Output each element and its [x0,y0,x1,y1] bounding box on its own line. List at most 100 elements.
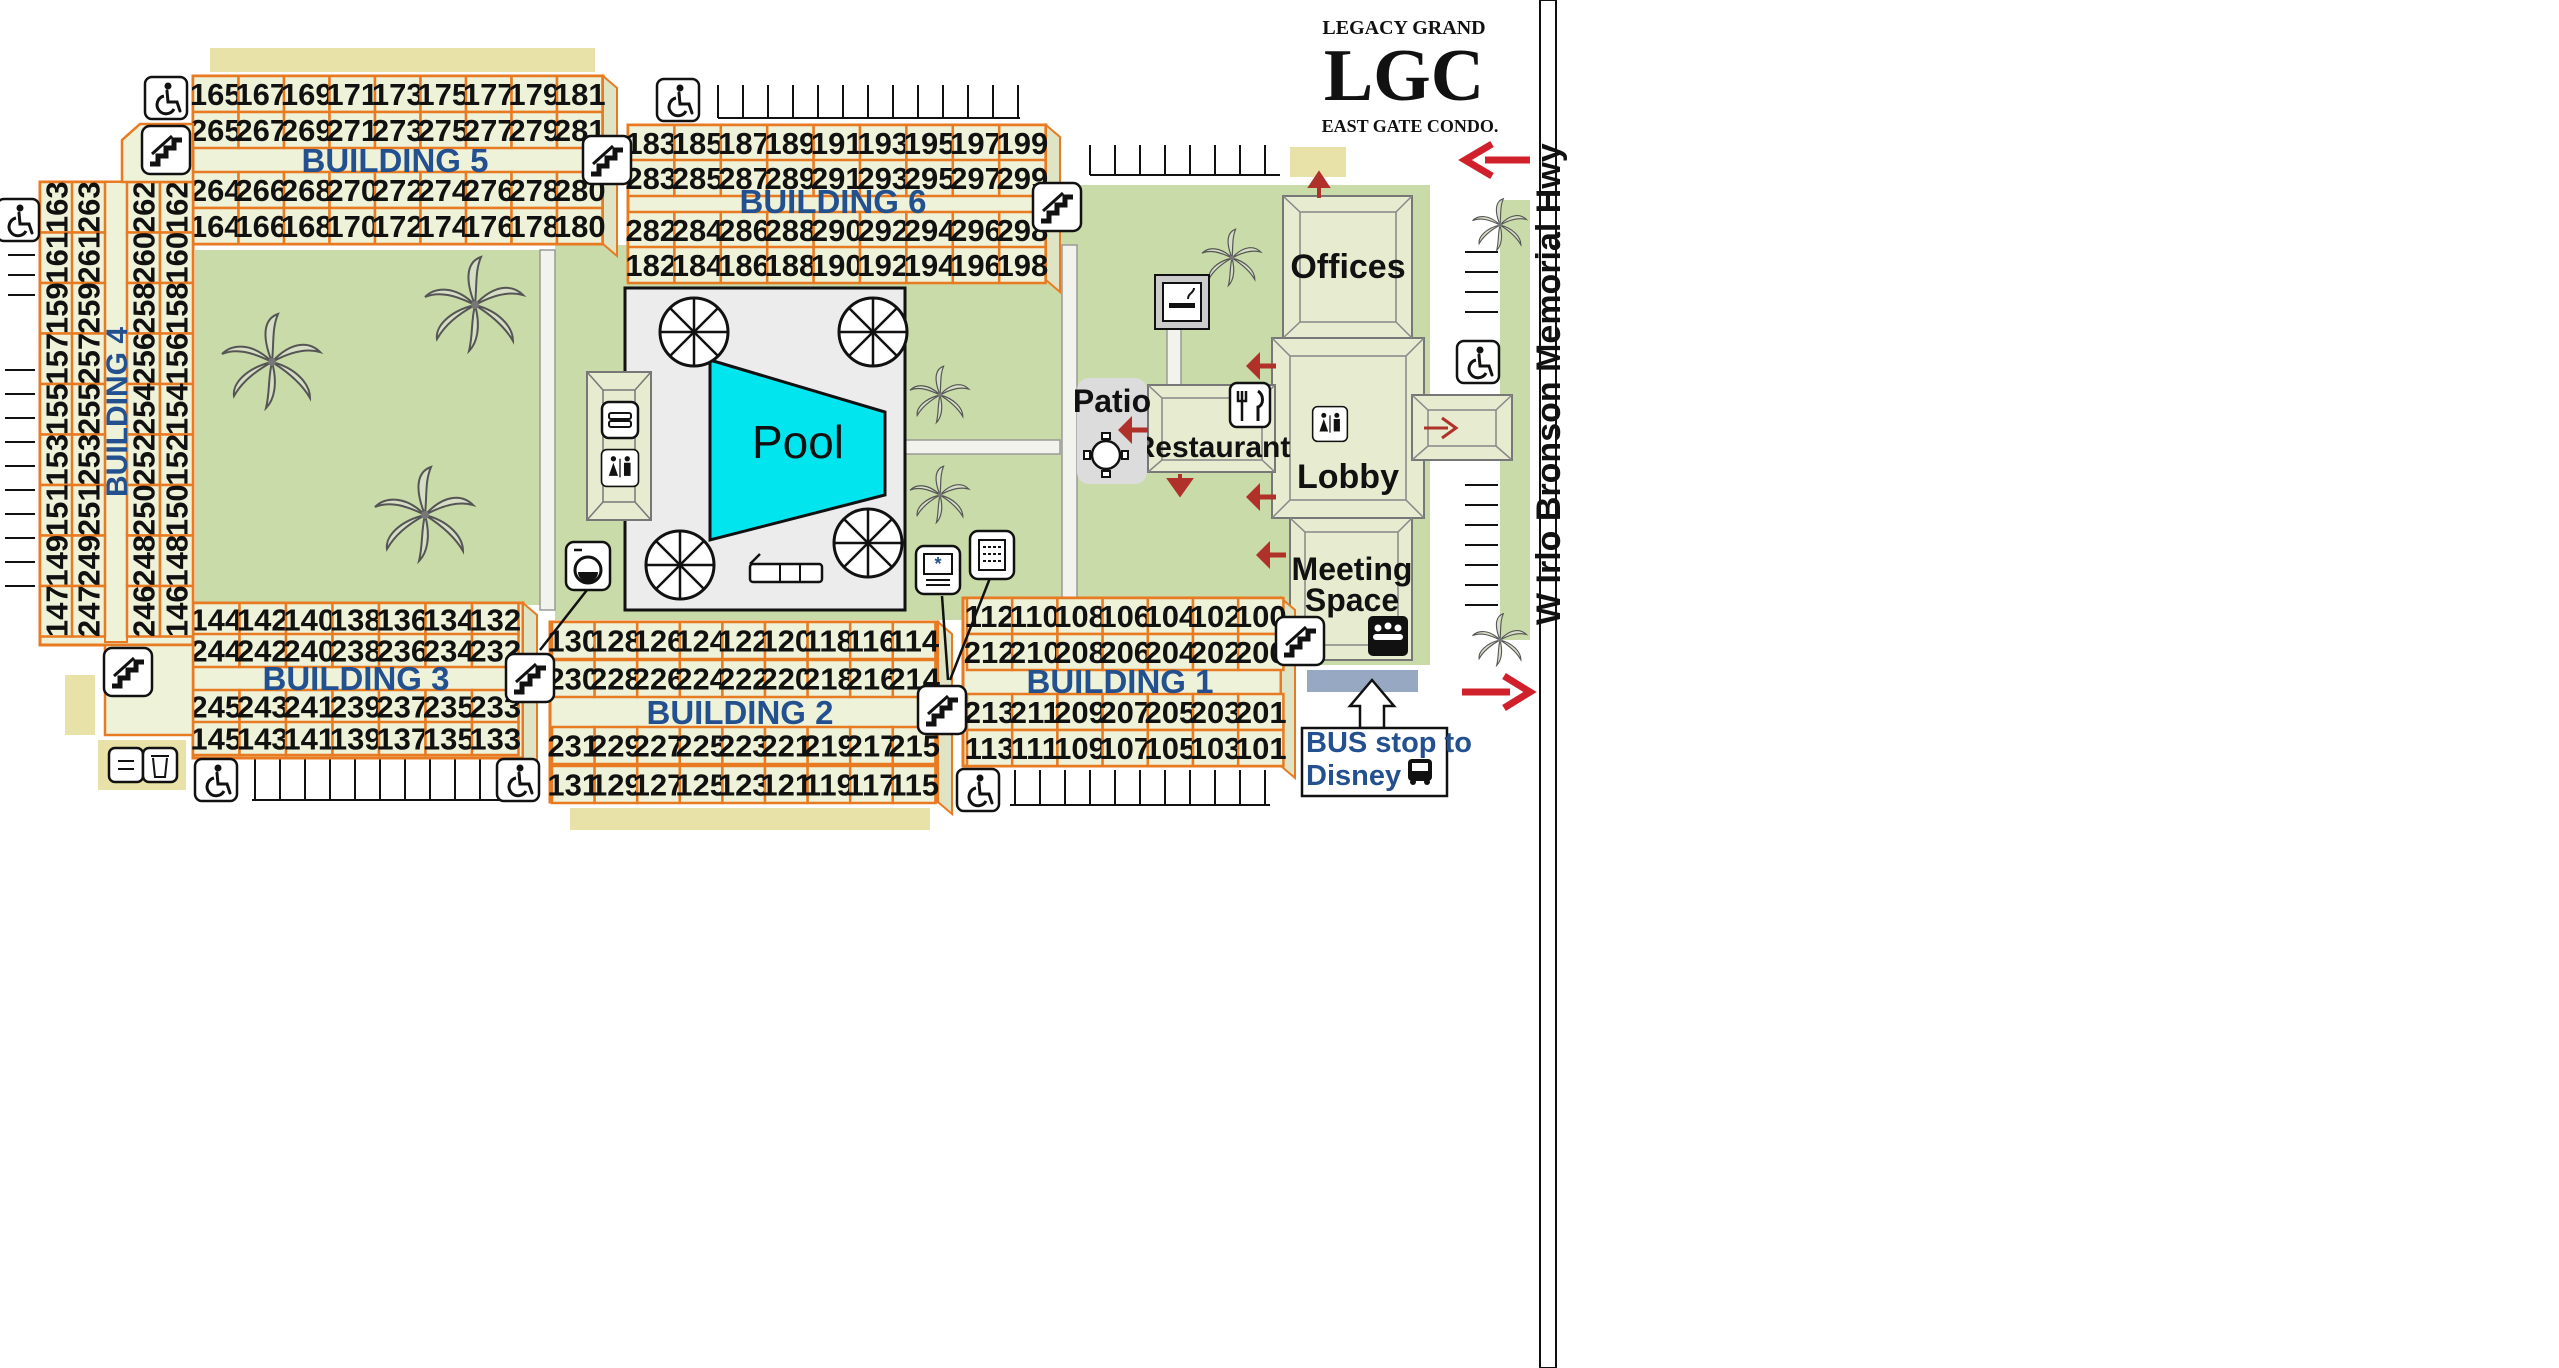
unit-241[interactable]: 241 [283,688,335,725]
unit-105[interactable]: 105 [1145,728,1197,768]
unit-225[interactable]: 225 [675,725,727,766]
unit-151[interactable]: 151 [38,483,75,537]
unit-114[interactable]: 114 [889,620,940,661]
unit-141[interactable]: 141 [283,720,335,757]
unit-150[interactable]: 150 [158,483,195,537]
unit-237[interactable]: 237 [376,688,428,725]
unit-126[interactable]: 126 [633,620,685,661]
unit-180[interactable]: 180 [554,206,606,246]
unit-267[interactable]: 267 [235,110,287,150]
unit-246[interactable]: 246 [125,584,162,638]
unit-282[interactable]: 282 [625,210,677,250]
unit-198[interactable]: 198 [997,245,1049,285]
unit-144[interactable]: 144 [190,601,243,638]
unit-260[interactable]: 260 [125,231,162,285]
unit-121[interactable]: 121 [760,764,812,805]
unit-188[interactable]: 188 [765,245,817,285]
unit-288[interactable]: 288 [765,210,817,250]
unit-133[interactable]: 133 [469,720,521,757]
unit-169[interactable]: 169 [281,74,333,114]
unit-283[interactable]: 283 [625,158,677,198]
unit-132[interactable]: 132 [469,601,521,638]
unit-168[interactable]: 168 [281,206,333,246]
unit-272[interactable]: 272 [372,170,424,210]
unit-176[interactable]: 176 [463,206,515,246]
unit-181[interactable]: 181 [554,74,606,114]
unit-297[interactable]: 297 [950,158,1002,198]
unit-172[interactable]: 172 [372,206,424,246]
unit-218[interactable]: 218 [803,658,855,699]
unit-161[interactable]: 161 [38,231,75,285]
unit-295[interactable]: 295 [904,158,956,198]
unit-224[interactable]: 224 [675,658,728,699]
unit-195[interactable]: 195 [904,123,956,163]
unit-117[interactable]: 117 [846,764,897,805]
unit-206[interactable]: 206 [1099,632,1151,672]
unit-217[interactable]: 217 [846,725,898,766]
unit-284[interactable]: 284 [672,210,724,250]
unit-137[interactable]: 137 [376,720,428,757]
unit-289[interactable]: 289 [765,158,817,198]
unit-184[interactable]: 184 [672,245,724,285]
unit-202[interactable]: 202 [1190,632,1242,672]
unit-111[interactable]: 111 [1011,728,1059,768]
unit-239[interactable]: 239 [330,688,382,725]
unit-296[interactable]: 296 [950,210,1002,250]
unit-124[interactable]: 124 [675,620,728,661]
unit-271[interactable]: 271 [326,110,378,150]
unit-253[interactable]: 253 [70,433,107,487]
unit-294[interactable]: 294 [904,210,956,250]
unit-163[interactable]: 163 [38,180,75,234]
unit-252[interactable]: 252 [125,433,162,487]
unit-109[interactable]: 109 [1054,728,1106,768]
unit-211[interactable]: 211 [1010,692,1060,732]
unit-193[interactable]: 193 [857,123,909,163]
unit-155[interactable]: 155 [38,382,75,436]
unit-194[interactable]: 194 [904,245,956,285]
unit-251[interactable]: 251 [70,483,107,537]
unit-143[interactable]: 143 [237,720,289,757]
unit-248[interactable]: 248 [125,534,162,588]
unit-156[interactable]: 156 [158,332,195,386]
unit-216[interactable]: 216 [846,658,898,699]
unit-285[interactable]: 285 [672,158,724,198]
unit-108[interactable]: 108 [1054,596,1106,636]
unit-157[interactable]: 157 [38,332,75,386]
unit-135[interactable]: 135 [423,720,475,757]
unit-286[interactable]: 286 [718,210,770,250]
unit-162[interactable]: 162 [158,180,195,234]
unit-230[interactable]: 230 [547,658,599,699]
unit-293[interactable]: 293 [857,158,909,198]
unit-146[interactable]: 146 [158,584,195,638]
unit-223[interactable]: 223 [718,725,770,766]
unit-128[interactable]: 128 [590,620,642,661]
unit-275[interactable]: 275 [417,110,469,150]
unit-104[interactable]: 104 [1145,596,1197,636]
unit-173[interactable]: 173 [372,74,424,114]
unit-148[interactable]: 148 [158,534,195,588]
unit-171[interactable]: 171 [326,74,378,114]
unit-175[interactable]: 175 [417,74,469,114]
unit-236[interactable]: 236 [376,632,428,669]
unit-265[interactable]: 265 [190,110,242,150]
unit-116[interactable]: 116 [846,620,897,661]
unit-291[interactable]: 291 [811,158,863,198]
unit-199[interactable]: 199 [997,123,1049,163]
unit-277[interactable]: 277 [463,110,515,150]
unit-222[interactable]: 222 [718,658,770,699]
unit-196[interactable]: 196 [950,245,1002,285]
unit-244[interactable]: 244 [190,632,243,669]
unit-279[interactable]: 279 [508,110,560,150]
unit-159[interactable]: 159 [38,281,75,335]
unit-273[interactable]: 273 [372,110,424,150]
unit-110[interactable]: 110 [1010,596,1060,636]
unit-118[interactable]: 118 [804,620,854,661]
unit-270[interactable]: 270 [326,170,378,210]
unit-122[interactable]: 122 [718,620,770,661]
unit-119[interactable]: 119 [804,764,854,805]
unit-190[interactable]: 190 [811,245,863,285]
unit-263[interactable]: 263 [70,180,107,234]
unit-129[interactable]: 129 [590,764,642,805]
unit-205[interactable]: 205 [1145,692,1197,732]
unit-203[interactable]: 203 [1190,692,1242,732]
